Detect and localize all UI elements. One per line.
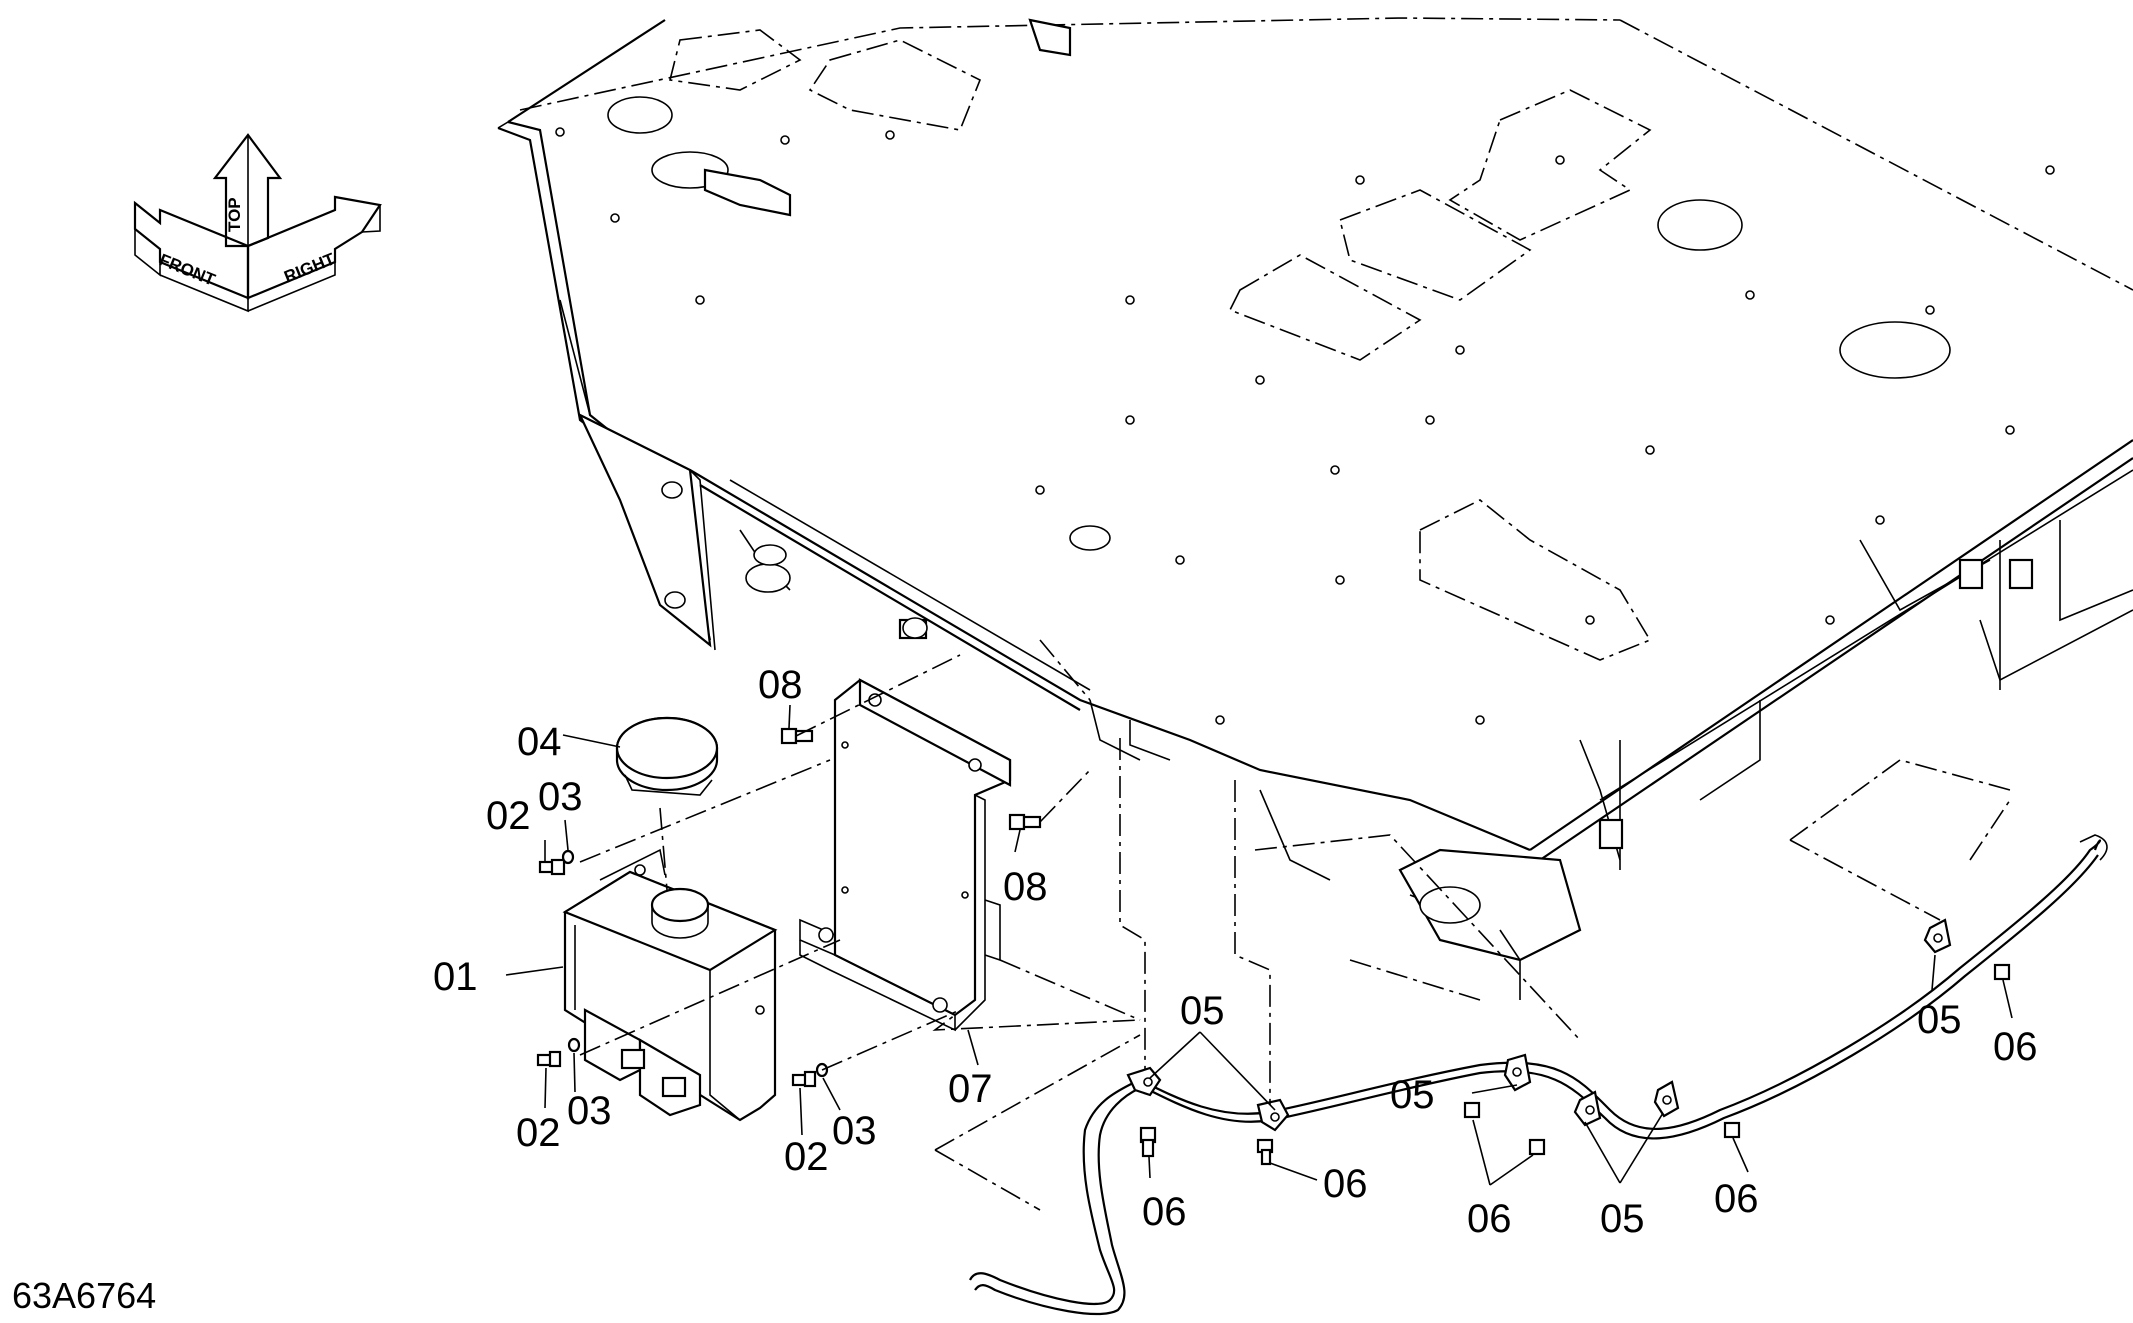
callout-06-right: 06 [1993, 1025, 2038, 1069]
hose-clamps [1126, 918, 1952, 1132]
callout-03-lower-left: 03 [567, 1089, 612, 1133]
leader-lines [505, 704, 2013, 1186]
assembly-phantom-lines [579, 639, 2011, 1211]
tank-hose [969, 834, 2108, 1316]
callout-06-bottom: 06 [1467, 1197, 1512, 1241]
callout-03-upper: 03 [538, 775, 583, 819]
orientation-front-label: FRONT [157, 250, 219, 290]
callout-06-left: 06 [1142, 1190, 1187, 1234]
callout-05-bottom: 05 [1600, 1197, 1645, 1241]
callout-02-lower-right: 02 [784, 1135, 829, 1179]
callout-02-upper: 02 [486, 794, 531, 838]
reserve-tank [562, 848, 778, 1122]
callout-05-left: 05 [1180, 989, 1225, 1033]
callout-07: 07 [948, 1067, 993, 1111]
orientation-indicator: FRONT RIGHT TOP [133, 133, 382, 313]
callout-08-upper: 08 [758, 663, 803, 707]
tank-cap [615, 716, 719, 796]
callout-08-lower: 08 [1003, 865, 1048, 909]
orientation-right-label: RIGHT [281, 249, 338, 287]
callout-05-right: 05 [1917, 998, 1962, 1042]
mounting-bracket [799, 678, 1012, 1032]
callout-labels: 01 02 03 04 08 08 02 03 02 03 07 05 05 0… [433, 663, 2038, 1241]
callout-04: 04 [517, 720, 562, 764]
callout-05-mid: 05 [1390, 1073, 1435, 1117]
orientation-top-label: TOP [225, 197, 244, 232]
fasteners [536, 727, 2011, 1166]
callout-02-lower-left: 02 [516, 1111, 561, 1155]
drawing-number: 63A6764 [12, 1275, 156, 1316]
cab-floor-frame [497, 17, 2133, 1000]
callout-01: 01 [433, 955, 478, 999]
callout-03-lower-right: 03 [832, 1109, 877, 1153]
callout-06-mid-right: 06 [1714, 1177, 1759, 1221]
callout-06-mid-left: 06 [1323, 1162, 1368, 1206]
